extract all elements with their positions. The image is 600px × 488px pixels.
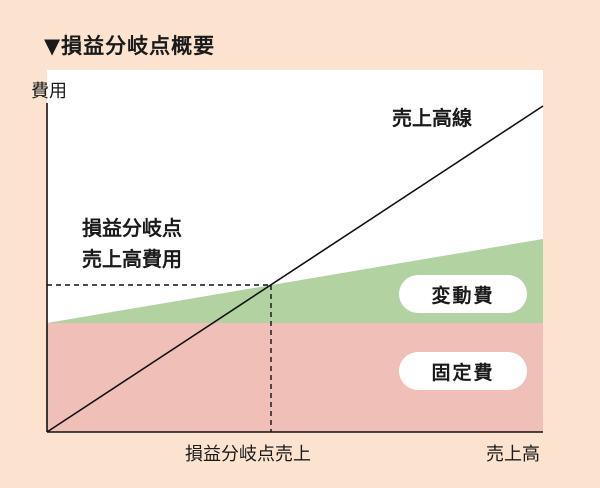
sales-line-label: 売上高線 [392, 106, 472, 130]
breakeven-label-line1: 損益分岐点 [82, 216, 182, 240]
fixed-cost-badge: 固定費 [399, 352, 527, 390]
sales-line [46, 105, 544, 433]
page-title: ▼損益分岐点概要 [44, 34, 216, 58]
breakeven-label-line2: 売上高費用 [82, 247, 182, 271]
x-axis-sales-label: 売上高 [486, 444, 540, 465]
y-axis-label: 費用 [31, 81, 67, 102]
variable-cost-badge: 変動費 [399, 275, 527, 313]
x-axis-breakeven-label: 損益分岐点売上 [185, 444, 311, 465]
